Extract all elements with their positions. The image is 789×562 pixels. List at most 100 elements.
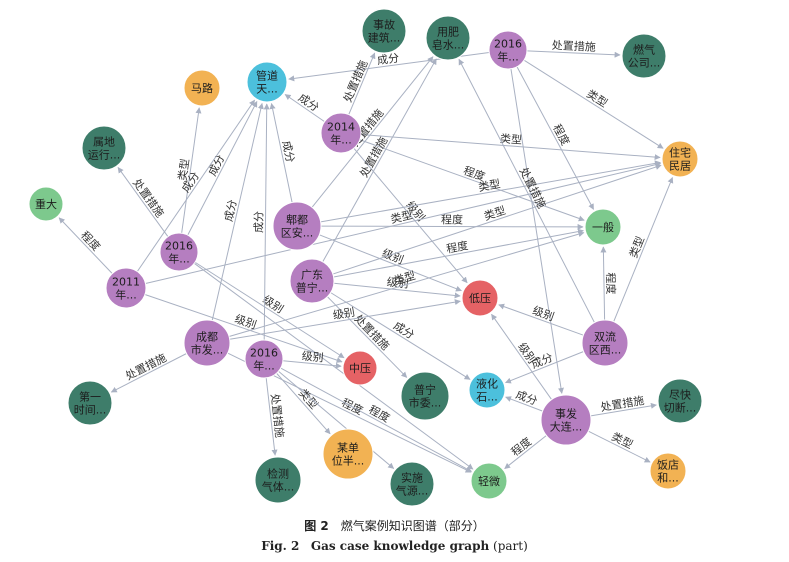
node-label: 2011 <box>112 276 140 289</box>
edge-n_pidu-n_yiban <box>320 223 584 230</box>
node-malu[interactable]: 马路 <box>183 69 221 107</box>
node-circle <box>657 378 703 424</box>
edge-label: 类型 <box>389 207 414 226</box>
edge-n_pidu-n_guandao <box>269 102 293 203</box>
node-2011[interactable]: 2011年... <box>105 267 147 309</box>
node-fandian[interactable]: 饭店和... <box>649 452 687 490</box>
edge-label: 程度 <box>445 238 469 256</box>
node-shigu[interactable]: 事故建筑... <box>361 8 407 54</box>
node-circle <box>468 371 506 409</box>
node-label: 气源... <box>396 484 429 498</box>
node-label: 2014 <box>327 121 355 134</box>
node-yongfei[interactable]: 用肥皂水... <box>425 15 471 61</box>
node-chengdu[interactable]: 成都市发... <box>183 319 231 367</box>
node-label: 年... <box>497 50 519 64</box>
node-circle <box>246 61 288 103</box>
node-guangdong[interactable]: 广东普宁... <box>289 258 335 304</box>
node-label: 建筑... <box>368 31 401 45</box>
node-jinkuai[interactable]: 尽快切断... <box>657 378 703 424</box>
node-2016b[interactable]: 2016年... <box>159 232 199 272</box>
node-label: 年... <box>115 288 137 302</box>
knowledge-graph: 处置措施类型程度成分处置措施成分类型程度级别处置措施成分类型程度级别处置措施类型… <box>28 8 703 507</box>
node-qingwei[interactable]: 轻微 <box>470 462 508 500</box>
edge-n_2016a-n_zhuzhai <box>523 59 664 149</box>
figure-title-cn: 燃气案例知识图谱（部分） <box>340 519 485 533</box>
edge-n_shifa-n_diya <box>491 313 553 400</box>
edge-n_2016c-n_guandao <box>263 103 270 341</box>
node-guandao[interactable]: 管道天... <box>246 61 288 103</box>
node-circle <box>67 380 113 426</box>
edge-n_2016a-n_ranqi <box>526 50 621 58</box>
node-zhongya[interactable]: 中压 <box>342 350 378 386</box>
edge-n_2016c-n_qingwei <box>280 367 472 472</box>
node-shishi[interactable]: 实施气源... <box>389 461 435 507</box>
node-label: 低压 <box>469 292 491 305</box>
figure-number-cn: 图 2 <box>304 519 329 533</box>
node-diya[interactable]: 低压 <box>461 279 499 317</box>
edge-n_2014-n_yiban <box>359 139 585 222</box>
node-2016a[interactable]: 2016年... <box>488 30 528 70</box>
node-shifa[interactable]: 事发大连... <box>540 394 592 446</box>
node-circle <box>289 258 335 304</box>
edge-n_2016c-n_zhongya <box>282 360 342 369</box>
edge-label: 处置措施 <box>130 176 167 220</box>
edge-label: 程度 <box>78 228 103 254</box>
edge-n_shuangliu-n_diya <box>498 303 584 336</box>
node-zhongda[interactable]: 重大 <box>28 186 64 222</box>
node-label: 公司... <box>628 57 661 70</box>
edge-n_shifa-n_fandian <box>588 430 651 463</box>
node-label: 事发 <box>555 407 577 421</box>
node-2014[interactable]: 2014年... <box>320 112 362 154</box>
node-label: 事故 <box>373 18 395 32</box>
node-circle <box>488 30 528 70</box>
node-circle <box>389 461 435 507</box>
node-label: 中压 <box>349 362 371 375</box>
node-label: 年... <box>330 133 352 147</box>
edge-label: 类型 <box>175 158 192 182</box>
node-2016c[interactable]: 2016年... <box>244 339 284 379</box>
node-label: 2016 <box>250 347 278 360</box>
node-yiban[interactable]: 一般 <box>584 208 622 246</box>
edge-n_chengdu-n_diya <box>229 299 461 340</box>
node-label: 市发... <box>191 343 224 357</box>
edge-n_shifa-n_jinkuai <box>590 402 657 417</box>
edge-n_guangdong-n_yongfei <box>322 58 437 263</box>
edge-n_shuangliu-n_yiban <box>600 246 607 321</box>
figure-title-suffix-en: (part) <box>493 539 528 553</box>
node-circle <box>461 279 499 317</box>
edge-n_shuangliu-n_zhuzhai <box>613 176 674 322</box>
node-ranqi[interactable]: 燃气公司... <box>621 33 667 79</box>
node-puning[interactable]: 普宁市委... <box>400 371 450 421</box>
edge-n_2016b-n_guandao <box>187 101 258 236</box>
edge-label: 类型 <box>584 87 610 111</box>
node-yehua[interactable]: 液化石... <box>468 371 506 409</box>
node-moudan[interactable]: 某单位半... <box>322 428 374 480</box>
node-label: 石... <box>476 391 498 404</box>
node-label: 属地 <box>93 136 115 149</box>
node-circle <box>661 140 699 178</box>
node-circle <box>425 15 471 61</box>
node-label: 饭店 <box>657 458 679 472</box>
node-label: 运行... <box>88 149 121 162</box>
edge-label: 级别 <box>386 276 409 291</box>
figure-caption-chinese: 图 2 燃气案例知识图谱（部分） <box>0 517 789 534</box>
edge-n_2011-n_guandao <box>136 99 255 272</box>
edge-n_2016b-n_malu <box>181 107 202 234</box>
node-circle <box>581 319 629 367</box>
node-label: 大连... <box>550 420 583 434</box>
node-label: 2016 <box>494 38 522 51</box>
node-pidu[interactable]: 郫都区安... <box>272 201 322 251</box>
node-shuangliu[interactable]: 双流区西... <box>581 319 629 367</box>
node-diyi[interactable]: 第一时间... <box>67 380 113 426</box>
node-label: 切断... <box>664 401 697 415</box>
edge-label: 处置措施 <box>552 38 597 54</box>
node-circle <box>272 201 322 251</box>
node-circle <box>361 8 407 54</box>
node-shudi[interactable]: 属地运行... <box>81 125 127 171</box>
edge-n_2016a-n_shifa <box>510 68 564 394</box>
edge-n_2016c-n_moudan <box>276 372 331 435</box>
node-label: 位半... <box>332 454 365 468</box>
node-jiance[interactable]: 检测气体... <box>254 456 302 504</box>
node-label: 天... <box>256 83 278 96</box>
